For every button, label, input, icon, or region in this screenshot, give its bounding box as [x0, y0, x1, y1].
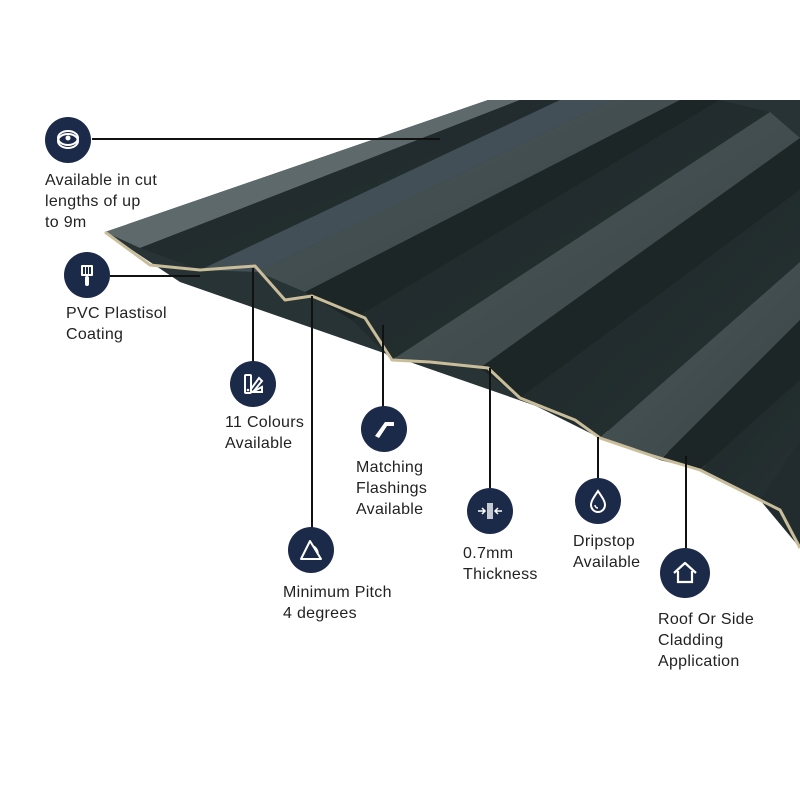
- tape-measure-icon: [45, 117, 91, 163]
- colour-swatch-icon: [230, 361, 276, 407]
- corrugations: [105, 100, 800, 548]
- house-icon: [660, 548, 710, 598]
- flashing-icon: [361, 406, 407, 452]
- water-drop-icon: [575, 478, 621, 524]
- sheet-front-edge: [104, 230, 800, 549]
- leader-lines: [92, 138, 687, 548]
- pitch-angle-icon: [288, 527, 334, 573]
- thickness-icon: [467, 488, 513, 534]
- paint-brush-icon: [64, 252, 110, 298]
